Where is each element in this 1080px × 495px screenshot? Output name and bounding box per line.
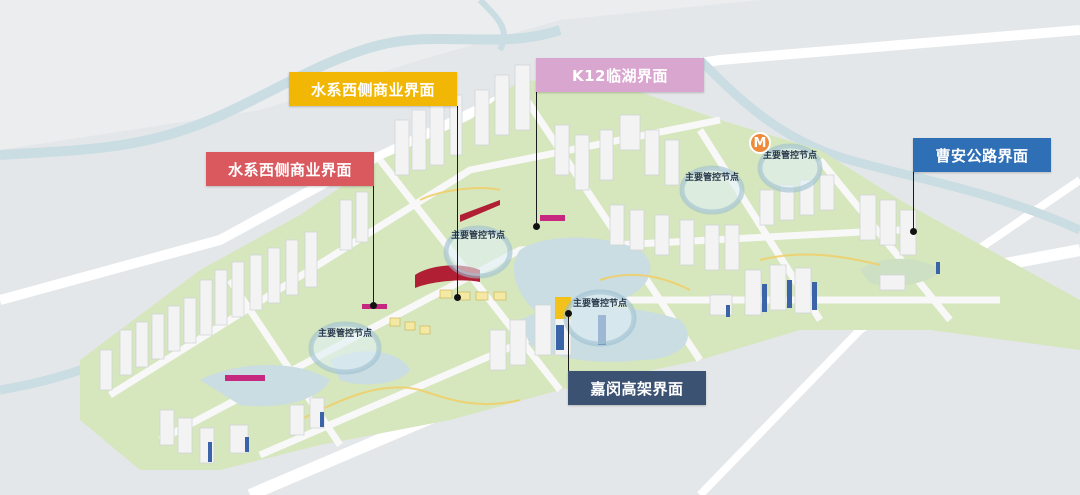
callout-label: 水系西侧商业界面 bbox=[310, 80, 435, 99]
callout-jiamin-elevated: 嘉闵高架界面 bbox=[568, 371, 706, 405]
pin-jiamin bbox=[565, 310, 572, 317]
pin-k12 bbox=[533, 223, 540, 230]
svg-text:主要管控节点: 主要管控节点 bbox=[573, 297, 627, 309]
leader-line-west-commercial-left bbox=[373, 186, 374, 304]
pin-west-commercial-left bbox=[370, 302, 377, 309]
callout-label: 曹安公路界面 bbox=[935, 146, 1029, 165]
canal-north bbox=[0, 25, 562, 160]
callout-caoan-road: 曹安公路界面 bbox=[913, 138, 1051, 172]
callout-west-commercial-left: 水系西侧商业界面 bbox=[206, 152, 374, 186]
control-node-2: 主要管控节点 bbox=[679, 165, 745, 215]
svg-text:主要管控节点: 主要管控节点 bbox=[451, 229, 505, 241]
control-node-4: 主要管控节点 bbox=[308, 321, 382, 375]
pin-west-commercial-top bbox=[454, 294, 461, 301]
control-node-1: 主要管控节点 bbox=[443, 225, 513, 279]
leader-line-west-commercial-top bbox=[457, 106, 458, 296]
leader-line-jiamin bbox=[568, 313, 569, 371]
callout-label: K12临湖界面 bbox=[572, 66, 668, 85]
callout-k12-lakeside: K12临湖界面 bbox=[536, 58, 704, 92]
pin-caoan bbox=[910, 228, 917, 235]
leader-line-caoan bbox=[913, 172, 914, 230]
svg-text:主要管控节点: 主要管控节点 bbox=[763, 149, 817, 161]
control-node-3: 主要管控节点 bbox=[757, 143, 823, 193]
callout-label: 水系西侧商业界面 bbox=[227, 160, 352, 179]
svg-text:主要管控节点: 主要管控节点 bbox=[685, 171, 739, 183]
svg-text:主要管控节点: 主要管控节点 bbox=[318, 327, 372, 339]
canal-east bbox=[696, 56, 1080, 235]
callout-west-commercial-top: 水系西侧商业界面 bbox=[289, 72, 457, 106]
metro-station-icon: M bbox=[749, 132, 771, 154]
control-node-5: 主要管控节点 bbox=[563, 289, 637, 347]
metro-label: M bbox=[753, 135, 767, 151]
leader-line-k12 bbox=[536, 92, 537, 226]
callout-label: 嘉闵高架界面 bbox=[590, 379, 684, 398]
